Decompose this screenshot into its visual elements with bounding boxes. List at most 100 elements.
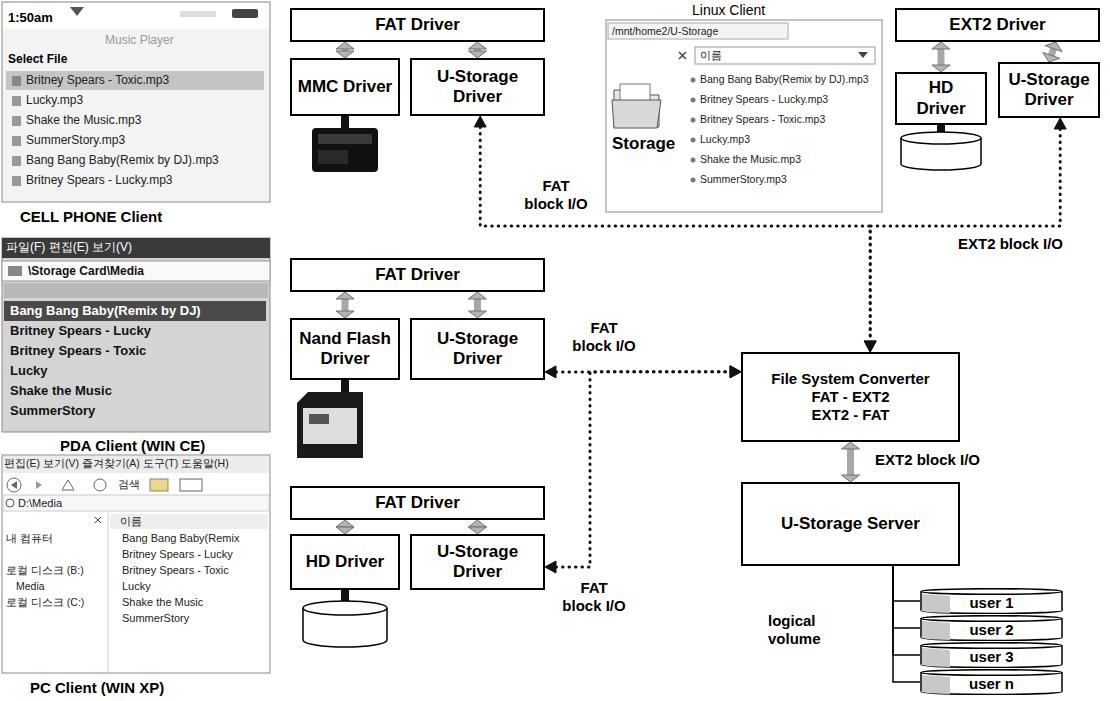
cylinder-shade [921,648,950,667]
node-title: Nand Flash Driver [297,329,393,370]
screen-text: Media [16,580,45,593]
screen-text: Linux Client [692,2,765,19]
node-text: HD Driver [297,552,393,572]
node-text: U-Storage Driver [1005,70,1093,111]
screen-text: CELL PHONE Client [20,208,162,226]
arrow-head [469,42,487,49]
cylinder-shade [921,621,950,640]
arrow-head [468,292,486,299]
screen-text: 이름 [700,49,722,62]
cylinder-top [921,670,1062,676]
cylinder-shade [921,675,950,694]
volume-link [893,566,920,682]
screen-text: PC Client (WIN XP) [30,679,164,697]
arrow-head [864,341,876,352]
micro-sd-card [312,116,378,172]
node-text: FAT Driver [297,265,538,285]
cylinder-body [921,619,1062,641]
node-text: U-Storage Server [748,514,953,534]
block-io-arrow [336,42,354,58]
driver-box: MMC Driver [290,58,400,116]
screen-text: Shake the Music.mp3 [700,153,801,166]
screen-text: SummerStory.mp3 [26,133,125,147]
node-title: U-Storage Driver [417,542,538,583]
screen-text: \Storage Card\Media [28,264,144,278]
arrow-head [1043,52,1060,62]
edge-label: FAT block I/O [520,176,592,214]
arrow-head [545,366,556,378]
connector-line [847,449,854,475]
screen-text: SummerStory [10,403,95,419]
screen-text: Britney Spears - Toxic.mp3 [26,73,169,87]
server-box: U-Storage Server [741,482,960,566]
block-io-arrow [932,42,950,72]
node-text: HD Driver [902,78,980,119]
node-text: Nand Flash Driver [297,329,393,370]
node-title: user 3 [922,648,1061,665]
node-text: FAT Driver [297,493,538,513]
cylinder-body [921,646,1062,668]
node-text: user 3 [922,648,1061,665]
driver-box: EXT2 Driver [895,8,1100,42]
node-text: user 1 [922,594,1061,611]
screen-text: /mnt/home2/U-Storage [612,25,718,38]
block-io-arrow [469,42,487,58]
arrow-head [336,292,354,299]
hard-disk [901,118,981,170]
driver-box: FAT Driver [290,8,545,42]
node-line: EXT2 - FAT [748,406,953,424]
node-text: U-Storage Driver [417,67,538,108]
connector-line [893,566,920,655]
node-title: U-Storage Server [748,514,953,534]
block-io-arrow [1043,42,1062,62]
connector-line [893,566,920,682]
cylinder-top [921,589,1062,595]
cylinder-body [921,673,1062,695]
screen-text: Shake the Music [122,596,203,609]
block-io-link [474,116,876,352]
block-io-arrow [468,292,486,318]
screen-text: SummerStory [122,612,189,625]
arrow-head [469,520,487,527]
hard-disk [303,590,387,647]
volume-cylinder: user 1 [920,588,1063,614]
screen-text: Britney Spears - Toxic [122,564,229,577]
screen-text: Storage [612,134,675,154]
cylinder-top [921,616,1062,622]
node-text: user 2 [922,621,1061,638]
connector-line [893,566,920,628]
cylinder-shade [921,594,950,613]
arrow-head [474,116,486,127]
arrow-head [932,42,950,49]
screen-text: 편집(E) 보기(V) 즐겨찾기(A) 도구(T) 도움말(H) [4,457,229,470]
pda-screen [2,238,270,432]
screen-text: 이름 [120,515,142,528]
node-text: FAT Driver [297,15,538,35]
screen-text: 내 컴퓨터 [6,532,53,545]
screen-text: Bang Bang Baby(Remix by DJ).mp3 [700,73,869,86]
block-io-arrow [842,442,860,482]
connector-line [937,49,944,65]
volume-link [893,566,920,628]
arrow-head [336,527,354,534]
connector-line [893,566,920,601]
node-title: File System Converter [748,370,953,388]
node-text: EXT2 Driver [902,15,1093,35]
screen-text: Lucky.mp3 [700,133,750,146]
screen-text: Britney Spears - Lucky.mp3 [700,93,828,106]
connector-line [1051,49,1053,56]
arrow-head [1045,42,1062,52]
screen-text: D:\Media [18,497,62,510]
screen-text: Britney Spears - Toxic [10,343,146,359]
arrow-head [336,311,354,318]
node-title: FAT Driver [297,493,538,513]
arrow-head [336,51,354,58]
volume-cylinder: user n [920,669,1063,695]
screen-text: Music Player [105,33,174,47]
screen-text: Bang Bang Baby(Remix by DJ) [10,303,201,319]
screen-text: Bang Bang Baby(Remix [122,532,239,545]
arrow-head [730,366,741,378]
node-line: FAT - EXT2 [748,388,953,406]
edge-label: FAT block I/O [558,578,630,616]
